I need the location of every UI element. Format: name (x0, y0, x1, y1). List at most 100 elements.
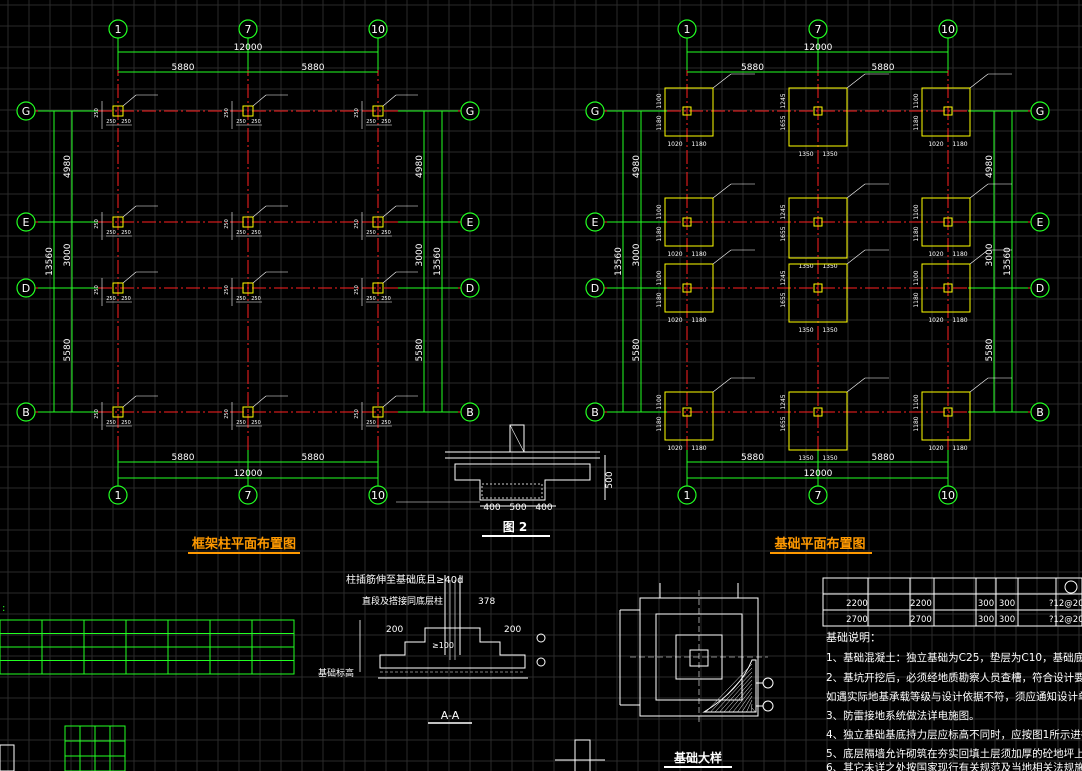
side-seg-dim-3-left: 5580 (632, 338, 642, 361)
footing-dim: 1180 (952, 317, 967, 324)
axis-bubble-bottom-7: 7 (815, 489, 822, 502)
note-2-cont: 如遇实际地基承载等级与设计依据不符，须应通知设计单位另行处理。 (826, 690, 1082, 703)
footing-dim: 1020 (928, 251, 943, 258)
footing-dim: 1350 (798, 151, 813, 158)
footing-dim: 1100 (913, 394, 920, 409)
footing-dim: 1655 (780, 416, 787, 431)
note-6: 6、其它未详之处按国家现行有关规范及当地相关法规施工。 (826, 761, 1082, 771)
footing (788, 87, 848, 147)
footing-dim: 1350 (798, 327, 813, 334)
column-dim: 250 (381, 119, 391, 125)
footing-dim: 1180 (656, 416, 663, 431)
column (372, 282, 384, 294)
axis-bubble-top-10: 10 (371, 23, 385, 36)
column-dim: 250 (224, 108, 230, 118)
column-dim: 250 (366, 420, 376, 426)
table-cell: ?12@200 (1049, 615, 1082, 625)
foundation-detail: 基础大样 (619, 583, 774, 768)
footing-dim: 1350 (822, 455, 837, 462)
side-total-dim-right: 13560 (1003, 247, 1013, 276)
footing-dim: 1100 (913, 204, 920, 219)
table-cell: ?12@200 (1049, 599, 1082, 609)
column-dim: 250 (224, 219, 230, 229)
column (372, 216, 384, 228)
footing-dim: 1180 (913, 416, 920, 431)
side-seg-dim-1-right: 4980 (985, 155, 995, 178)
fig2-label: 图 2 (503, 520, 528, 534)
footing-dim: 1180 (952, 141, 967, 148)
side-seg-dim-2-right: 3000 (985, 243, 995, 266)
table-cell: 2700 (910, 615, 932, 625)
footing (921, 87, 971, 137)
footing-dim: 1655 (780, 115, 787, 130)
side-seg-dim-3-right: 5580 (985, 338, 995, 361)
column-dim: 250 (366, 296, 376, 302)
footing-dim: 1180 (691, 251, 706, 258)
column-dim: 250 (224, 409, 230, 419)
side-seg-dim-3-left: 5580 (63, 338, 73, 361)
column-dim: 250 (381, 230, 391, 236)
column-dim: 250 (94, 285, 100, 295)
footing-dim: 1245 (780, 394, 787, 409)
axis-bubble-bottom-7: 7 (245, 489, 252, 502)
side-total-dim-left: 13560 (614, 247, 624, 276)
footing-dim: 1350 (798, 263, 813, 270)
table-cell: 300 (978, 599, 994, 609)
side-seg-dim-1-left: 4980 (63, 155, 73, 178)
top-total-dim: 12000 (234, 43, 263, 53)
section-dim-right: 200 (504, 625, 521, 635)
fig2-width-mid: 500 (509, 503, 526, 513)
table-cell: 2700 (846, 615, 868, 625)
axis-bubble-right-E: E (467, 216, 474, 229)
footing-dim: 1180 (656, 115, 663, 130)
column-plan-title: 框架柱平面布置图 (192, 536, 296, 552)
section-note-2: 直段及搭接同底层柱 (362, 595, 443, 607)
column-dim: 250 (106, 420, 116, 426)
column-stub (813, 407, 823, 417)
axis-bubble-bottom-1: 1 (115, 489, 122, 502)
footing-dim: 1100 (656, 270, 663, 285)
column-dim: 250 (251, 296, 261, 302)
footing-dim: 1180 (952, 445, 967, 452)
column (112, 105, 124, 117)
column-dim: 250 (121, 230, 131, 236)
axis-bubble-left-G: G (22, 105, 31, 118)
column-stub (813, 283, 823, 293)
column-stub (682, 407, 692, 417)
column-dim: 250 (121, 119, 131, 125)
axis-bubble-top-7: 7 (815, 23, 822, 36)
footing-schedule-table: 22002200300300?12@20027002700300300?12@2… (822, 577, 1082, 627)
column-dim: 250 (366, 230, 376, 236)
footing (921, 391, 971, 441)
column-dim: 250 (94, 219, 100, 229)
axis-bubble-right-B: B (466, 406, 474, 419)
bottom-seg-dim-2: 5880 (302, 453, 325, 463)
footing-dim: 1245 (780, 204, 787, 219)
footing-dim: 1180 (913, 115, 920, 130)
column-dim: 250 (251, 119, 261, 125)
column-dim: 250 (106, 296, 116, 302)
side-seg-dim-2-left: 3000 (632, 243, 642, 266)
column (242, 216, 254, 228)
footing-dim: 1350 (822, 263, 837, 270)
footing-dim: 1020 (667, 141, 682, 148)
footing-dim: 1180 (691, 141, 706, 148)
top-total-dim: 12000 (804, 43, 833, 53)
column-dim: 250 (106, 230, 116, 236)
column-stub (813, 217, 823, 227)
footing-dim: 1020 (667, 251, 682, 258)
footing-dim: 1020 (928, 141, 943, 148)
top-seg-dim-1: 5880 (741, 63, 764, 73)
axis-bubble-left-D: D (591, 282, 599, 295)
column-dim: 250 (236, 230, 246, 236)
axis-bubble-bottom-10: 10 (941, 489, 955, 502)
fig2-width-left: 400 (483, 503, 500, 513)
footing-dim: 1180 (952, 251, 967, 258)
axis-bubble-top-10: 10 (941, 23, 955, 36)
column (112, 406, 124, 418)
footing (788, 197, 848, 259)
